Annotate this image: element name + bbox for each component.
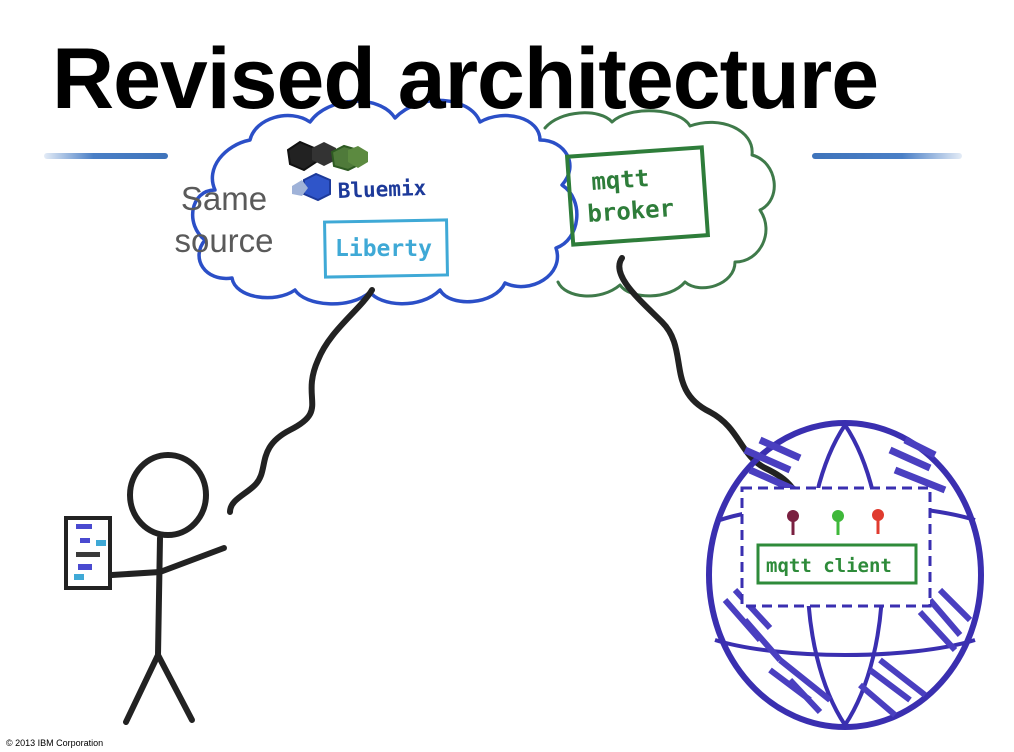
bluemix-cloud (190, 98, 579, 306)
title-rule-right (812, 153, 962, 159)
note-line-1: Same (180, 180, 268, 217)
broker-cloud (543, 109, 776, 298)
wire-user-to-liberty (227, 287, 375, 515)
liberty-box (323, 218, 450, 279)
broker-box (564, 145, 711, 247)
slide-title: Revised architecture (52, 31, 879, 127)
note-line-2: source (174, 222, 274, 259)
user-stick-figure (109, 452, 227, 725)
phone-icon (64, 516, 112, 590)
mqtt-client-label: mqtt client (766, 555, 892, 577)
same-source-note: Same source (165, 178, 283, 262)
title-rule-left (44, 153, 168, 159)
liberty-label: Liberty (335, 236, 432, 262)
wire-broker-to-client (616, 255, 808, 523)
bluemix-logo-icon (286, 140, 368, 202)
footer-copyright: © 2013 IBM Corporation (6, 738, 104, 748)
broker-line-1: mqtt (590, 164, 650, 196)
broker-line-2: broker (586, 194, 674, 228)
led-icons (787, 509, 884, 535)
mqtt-client-box (756, 543, 918, 585)
device-globe (706, 420, 984, 730)
bluemix-label: Bluemix (337, 176, 427, 203)
